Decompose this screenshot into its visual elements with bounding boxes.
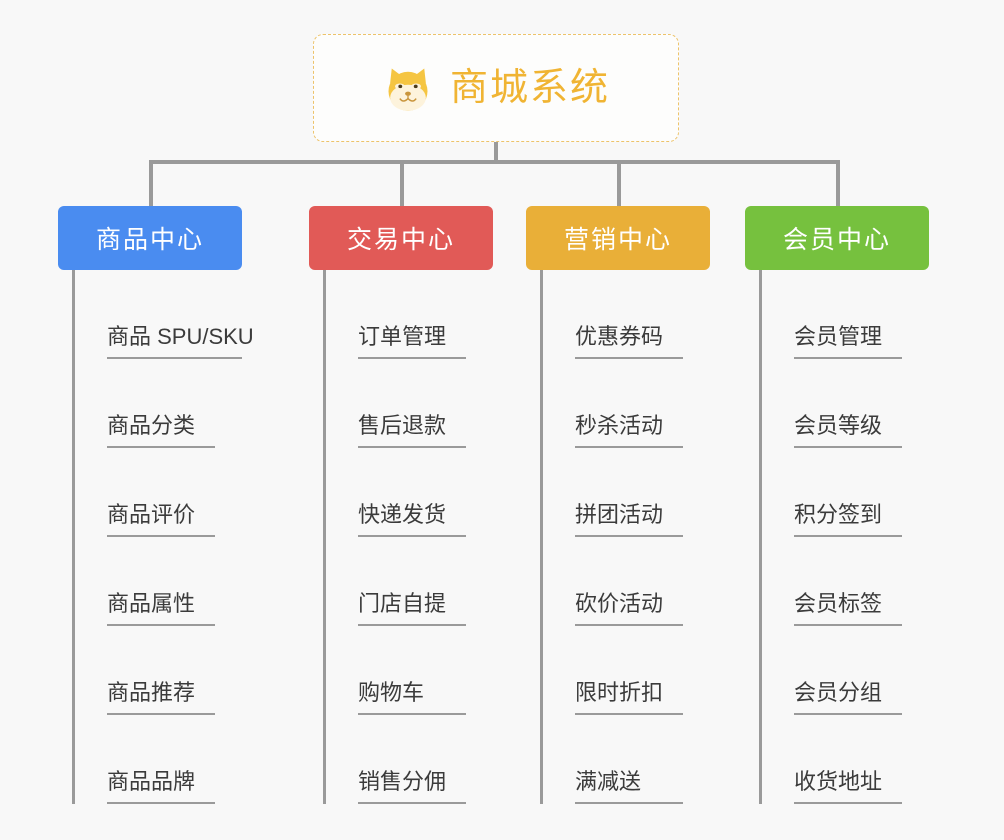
leaf-list-transaction: 订单管理 售后退款 快递发货 门店自提 购物车 销售分佣 xyxy=(323,270,493,804)
list-item[interactable]: 商品评价 xyxy=(75,448,242,537)
root-node-title: 商城系统 xyxy=(449,67,610,109)
leaf-label: 满减送 xyxy=(575,769,683,804)
list-item[interactable]: 秒杀活动 xyxy=(543,359,710,448)
category-column-transaction: 交易中心 订单管理 售后退款 快递发货 门店自提 购物车 销售分佣 xyxy=(309,206,493,804)
category-column-product: 商品中心 商品 SPU/SKU 商品分类 商品评价 商品属性 商品推荐 商品品牌 xyxy=(58,206,254,804)
category-header-label: 商品中心 xyxy=(95,226,204,254)
doge-shiba-icon xyxy=(382,62,434,114)
leaf-label: 会员等级 xyxy=(794,413,902,448)
list-item[interactable]: 快递发货 xyxy=(326,448,493,537)
root-node-mall-system[interactable]: 商城系统 xyxy=(313,34,679,142)
list-item[interactable]: 收货地址 xyxy=(762,715,929,804)
leaf-label: 销售分佣 xyxy=(358,769,466,804)
leaf-list-member: 会员管理 会员等级 积分签到 会员标签 会员分组 收货地址 xyxy=(759,270,929,804)
leaf-label: 拼团活动 xyxy=(575,502,683,537)
connector-horizontal-bus xyxy=(149,160,840,164)
leaf-list-product: 商品 SPU/SKU 商品分类 商品评价 商品属性 商品推荐 商品品牌 xyxy=(72,270,254,804)
leaf-label: 砍价活动 xyxy=(575,591,683,626)
leaf-label: 门店自提 xyxy=(358,591,466,626)
list-item[interactable]: 商品品牌 xyxy=(75,715,242,804)
category-header-product[interactable]: 商品中心 xyxy=(58,206,242,270)
leaf-label: 优惠券码 xyxy=(575,324,683,359)
category-header-label: 会员中心 xyxy=(782,226,891,254)
leaf-label: 秒杀活动 xyxy=(575,413,683,448)
list-item[interactable]: 商品属性 xyxy=(75,537,242,626)
category-header-transaction[interactable]: 交易中心 xyxy=(309,206,493,270)
list-item[interactable]: 销售分佣 xyxy=(326,715,493,804)
list-item[interactable]: 购物车 xyxy=(326,626,493,715)
leaf-label: 商品 SPU/SKU xyxy=(107,324,254,359)
leaf-label: 商品分类 xyxy=(107,413,215,448)
leaf-label: 购物车 xyxy=(358,680,466,715)
leaf-label: 商品属性 xyxy=(107,591,215,626)
leaf-label: 订单管理 xyxy=(358,324,466,359)
list-item[interactable]: 商品 SPU/SKU xyxy=(75,270,254,359)
leaf-list-marketing: 优惠券码 秒杀活动 拼团活动 砍价活动 限时折扣 满减送 xyxy=(540,270,710,804)
list-item[interactable]: 会员等级 xyxy=(762,359,929,448)
category-header-marketing[interactable]: 营销中心 xyxy=(526,206,710,270)
leaf-label: 商品品牌 xyxy=(107,769,215,804)
leaf-label: 会员管理 xyxy=(794,324,902,359)
list-item[interactable]: 砍价活动 xyxy=(543,537,710,626)
leaf-label: 售后退款 xyxy=(358,413,466,448)
list-item[interactable]: 会员分组 xyxy=(762,626,929,715)
category-header-label: 营销中心 xyxy=(563,226,672,254)
connector-drop-1 xyxy=(149,160,153,206)
category-header-label: 交易中心 xyxy=(346,226,455,254)
leaf-label: 商品评价 xyxy=(107,502,215,537)
leaf-label: 快递发货 xyxy=(358,502,466,537)
connector-drop-4 xyxy=(836,160,840,206)
list-item[interactable]: 会员标签 xyxy=(762,537,929,626)
list-item[interactable]: 满减送 xyxy=(543,715,710,804)
list-item[interactable]: 优惠券码 xyxy=(543,270,710,359)
connector-drop-3 xyxy=(617,160,621,206)
connector-root-stem xyxy=(494,142,498,164)
list-item[interactable]: 积分签到 xyxy=(762,448,929,537)
list-item[interactable]: 订单管理 xyxy=(326,270,493,359)
leaf-label: 收货地址 xyxy=(794,769,902,804)
leaf-label: 限时折扣 xyxy=(575,680,683,715)
leaf-label: 商品推荐 xyxy=(107,680,215,715)
list-item[interactable]: 门店自提 xyxy=(326,537,493,626)
category-column-member: 会员中心 会员管理 会员等级 积分签到 会员标签 会员分组 收货地址 xyxy=(745,206,929,804)
list-item[interactable]: 会员管理 xyxy=(762,270,929,359)
leaf-label: 积分签到 xyxy=(794,502,902,537)
connector-drop-2 xyxy=(400,160,404,206)
category-header-member[interactable]: 会员中心 xyxy=(745,206,929,270)
list-item[interactable]: 拼团活动 xyxy=(543,448,710,537)
list-item[interactable]: 售后退款 xyxy=(326,359,493,448)
list-item[interactable]: 商品推荐 xyxy=(75,626,242,715)
category-column-marketing: 营销中心 优惠券码 秒杀活动 拼团活动 砍价活动 限时折扣 满减送 xyxy=(526,206,710,804)
leaf-label: 会员分组 xyxy=(794,680,902,715)
leaf-label: 会员标签 xyxy=(794,591,902,626)
list-item[interactable]: 限时折扣 xyxy=(543,626,710,715)
list-item[interactable]: 商品分类 xyxy=(75,359,242,448)
